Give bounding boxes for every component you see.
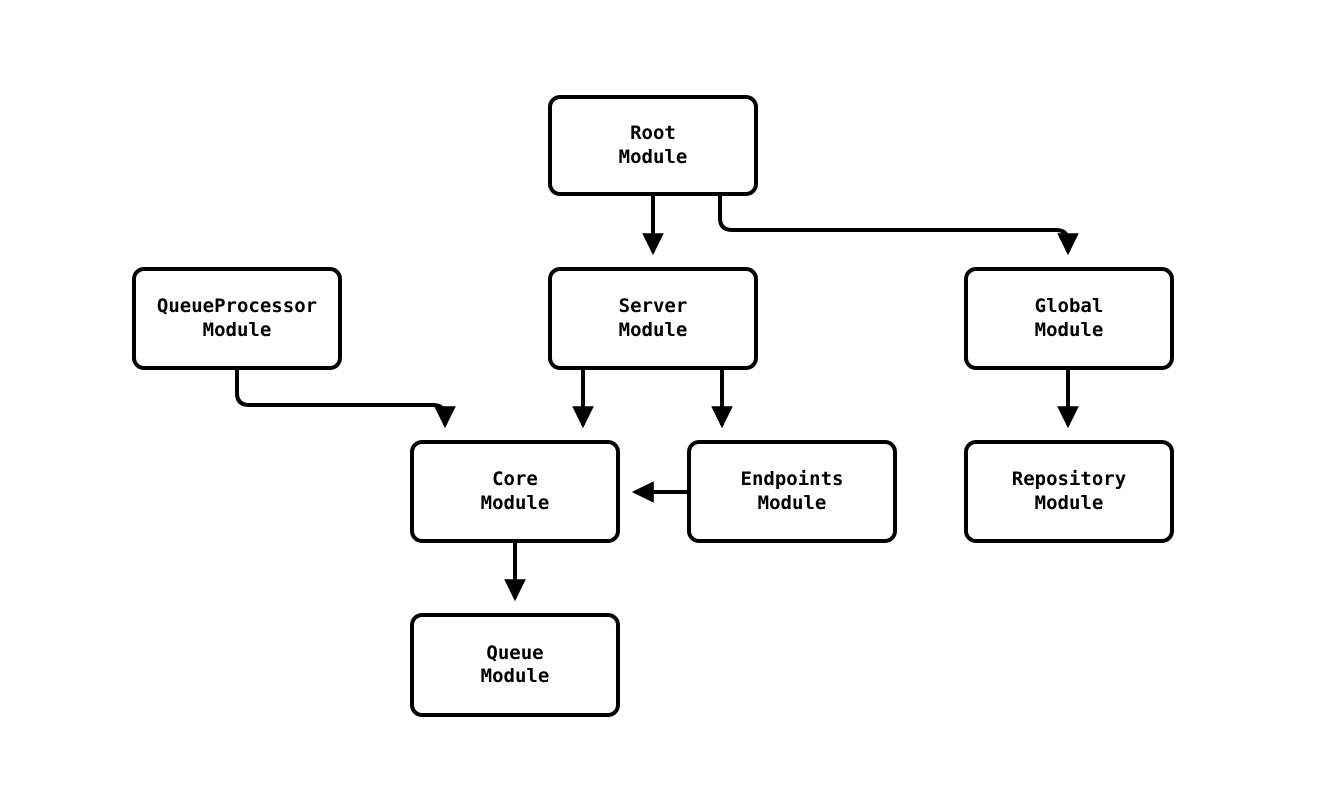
node-root-module[interactable]: Root Module [548,95,758,196]
node-label: Endpoints Module [740,468,844,514]
node-label: Root Module [618,122,688,168]
node-label: Global Module [1034,295,1104,341]
node-repository-module[interactable]: Repository Module [964,440,1174,543]
node-label: Repository Module [1011,468,1127,514]
node-queueprocessor-module[interactable]: QueueProcessor Module [132,267,342,370]
node-label: Queue Module [480,641,550,687]
node-endpoints-module[interactable]: Endpoints Module [687,440,897,543]
node-core-module[interactable]: Core Module [410,440,620,543]
node-label: Server Module [618,295,688,341]
node-label: Core Module [480,468,550,514]
edge-root-global [718,196,1079,256]
node-server-module[interactable]: Server Module [548,267,758,370]
edge-queueprocessor-core [235,370,456,429]
node-queue-module[interactable]: Queue Module [410,613,620,717]
node-global-module[interactable]: Global Module [964,267,1174,370]
node-label: QueueProcessor Module [156,295,318,341]
